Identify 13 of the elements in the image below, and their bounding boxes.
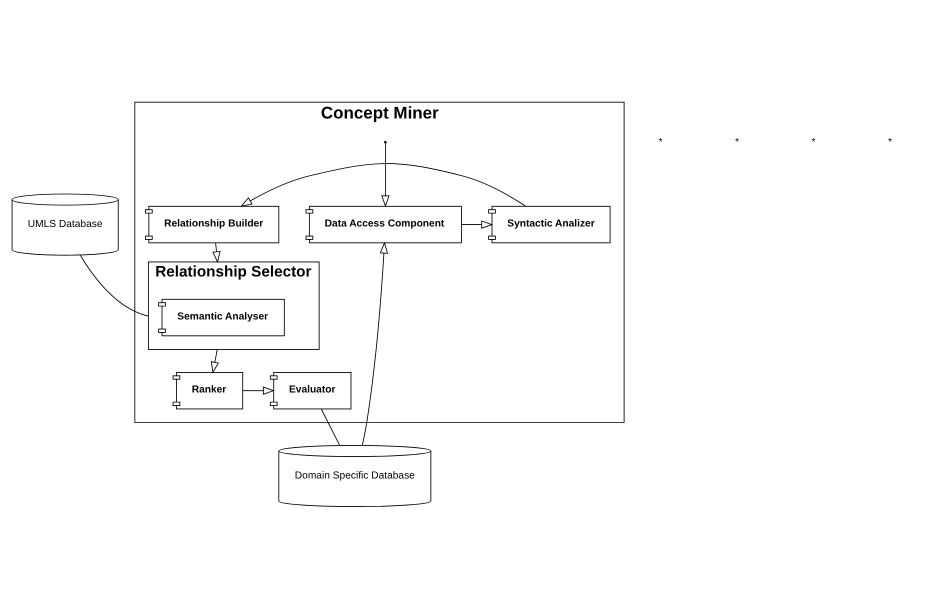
label: * bbox=[888, 136, 892, 148]
label: * bbox=[812, 136, 816, 148]
arrow bbox=[210, 348, 219, 374]
arrow bbox=[212, 242, 221, 263]
connector bbox=[320, 408, 340, 446]
arrow bbox=[362, 241, 388, 446]
connector bbox=[80, 254, 149, 316]
arrow bbox=[240, 162, 526, 206]
arrow bbox=[242, 386, 275, 394]
label: * bbox=[735, 136, 740, 148]
arrow bbox=[461, 220, 494, 228]
arrow bbox=[381, 142, 390, 207]
label: * bbox=[658, 136, 663, 148]
